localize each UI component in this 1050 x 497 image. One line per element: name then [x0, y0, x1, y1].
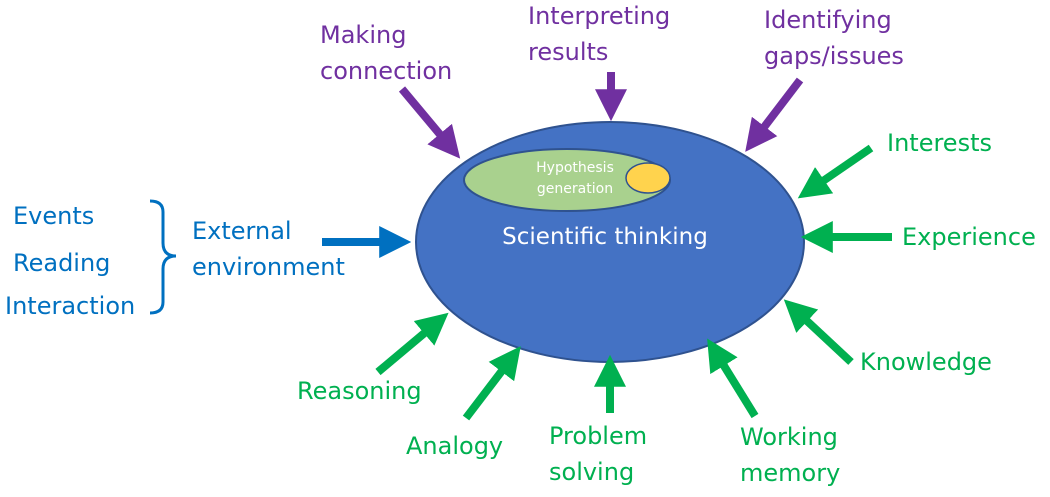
- hypothesis-line-1: Hypothesis: [536, 160, 614, 176]
- knowledge-label: Knowledge: [860, 348, 992, 376]
- experience-label: Experience: [902, 223, 1036, 251]
- hypothesis-line-2: generation: [536, 181, 614, 197]
- external-environment-line-2: environment: [192, 253, 345, 281]
- problem-solving-line-2: solving: [549, 458, 635, 486]
- making-connection-line-1: Making: [320, 21, 407, 49]
- sources-curly-brace: [149, 199, 177, 315]
- interpreting-results-line-2: results: [528, 38, 609, 66]
- making-connection-line-2: connection: [320, 57, 453, 85]
- analogy-label: Analogy: [406, 432, 504, 460]
- arrow-identifying-gaps: [745, 77, 804, 152]
- arrow-reasoning: [375, 312, 449, 376]
- reasoning-label: Reasoning: [297, 377, 422, 405]
- source-interaction: Interaction: [5, 292, 136, 320]
- problem-solving-label: Problem solving: [549, 418, 647, 490]
- interpreting-results-line-1: Interpreting: [528, 2, 671, 30]
- interpreting-results-label: Interpreting results: [528, 0, 670, 70]
- arrow-analogy: [462, 346, 521, 421]
- source-events: Events: [13, 202, 95, 230]
- arrow-making-connection: [398, 86, 461, 159]
- arrow-working-memory: [707, 338, 759, 419]
- interests-label: Interests: [887, 129, 992, 157]
- making-connection-label: Making connection: [320, 17, 452, 89]
- external-environment-label: External environment: [192, 213, 345, 285]
- problem-solving-line-1: Problem: [549, 422, 648, 450]
- working-memory-line-2: memory: [740, 459, 841, 487]
- external-environment-line-1: External: [192, 217, 292, 245]
- arrow-knowledge: [783, 299, 854, 365]
- identifying-gaps-line-2: gaps/issues: [764, 42, 904, 70]
- scientific-thinking-label: Scientific thinking: [502, 224, 708, 250]
- working-memory-line-1: Working: [740, 423, 838, 451]
- identifying-gaps-line-1: Identifying: [764, 6, 892, 34]
- source-reading: Reading: [13, 249, 111, 277]
- sources-list: Events Reading: [13, 193, 110, 287]
- hypothesis-generation-label: Hypothesis generation: [520, 158, 630, 200]
- hypothesis-yellow-circle: [625, 162, 671, 194]
- working-memory-label: Working memory: [740, 419, 840, 491]
- identifying-gaps-label: Identifying gaps/issues: [764, 2, 904, 74]
- arrow-interests: [797, 144, 874, 199]
